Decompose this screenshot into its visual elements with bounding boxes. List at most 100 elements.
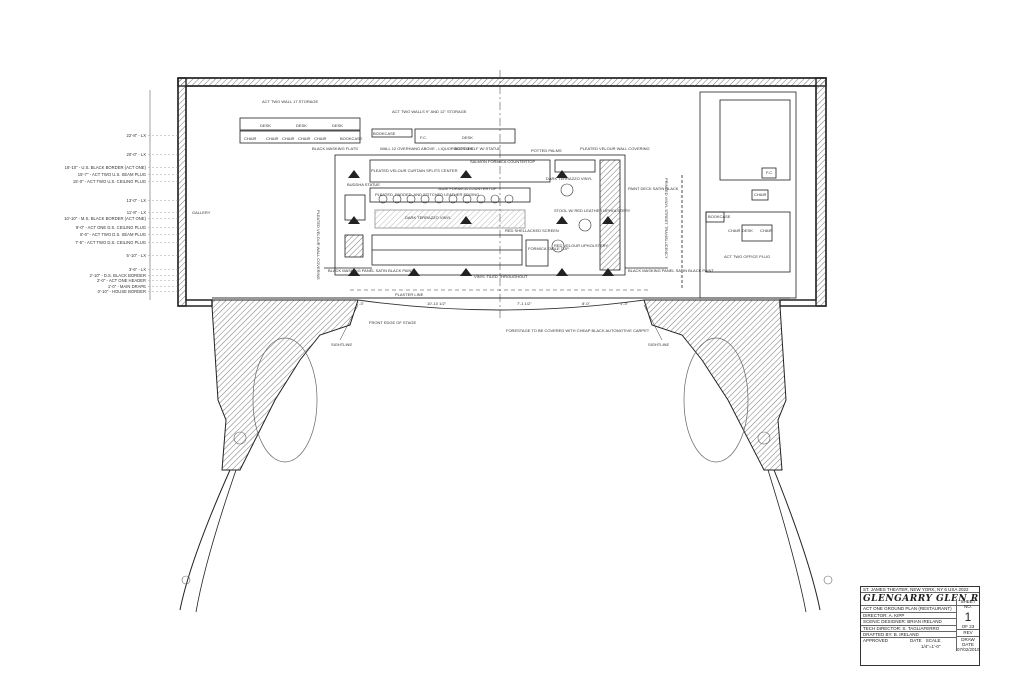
act2-walls-label: ACT TWO WALLS 9" AND 12" STORAGE bbox=[392, 109, 467, 114]
sightline-right-label: SIGHTLINE bbox=[648, 342, 669, 347]
dim-label: 7'-1 1/2" bbox=[517, 301, 532, 306]
masking-flats-label: BLACK MASKING FLATS bbox=[312, 146, 358, 151]
dim-label: 1'-3" bbox=[356, 301, 365, 306]
lx-label: 1'-0" - MAIN DRAPE bbox=[108, 284, 146, 289]
chair-label: CHAIR bbox=[754, 192, 767, 197]
desk-label: DESK bbox=[260, 123, 271, 128]
of-label: OF bbox=[961, 623, 968, 629]
lx-label: 22'-8" - LX bbox=[126, 133, 146, 138]
stool-label: STOOL W/ RED LEATHER UPHOLSTERY bbox=[554, 208, 631, 213]
pleated-wall-vertical-label: PLEATED VELOUR WALL COVERING bbox=[316, 210, 321, 280]
red-velour-label: RED VELOUR UPHOLSTERY bbox=[554, 243, 608, 248]
lx-label: 16'-10" - U.S. BLACK BORDER (ACT ONE) bbox=[65, 165, 147, 170]
chair-label: CHAIR bbox=[282, 136, 295, 141]
desk-label: DESK bbox=[332, 123, 343, 128]
lx-label: 10'-10" - M.S. BLACK BORDER (ACT ONE) bbox=[64, 216, 146, 221]
chair-label: CHAIR bbox=[298, 136, 311, 141]
date-label: DATE bbox=[910, 638, 922, 644]
pleated-curtain-label: PLEATED VELOUR CURTAIN SPLITS CENTER bbox=[371, 168, 458, 173]
masking-panel-right-label: BLACK MASKING PANEL SATIN BLACK PAINT bbox=[628, 268, 714, 273]
dim-label: 10'-10 1/2" bbox=[427, 301, 447, 306]
stools bbox=[378, 183, 592, 253]
director: DIRECTOR: A. KIPP bbox=[861, 613, 956, 620]
fc-label: F.C. bbox=[420, 135, 427, 140]
title-block: ST. JAMES THEATER, NEW YORK, NY 6 USA 20… bbox=[860, 586, 980, 666]
sheet-title: ACT ONE GROUND PLAN (RESTAURANT) bbox=[861, 606, 956, 613]
lx-label: 5'-10" - LX bbox=[126, 253, 146, 258]
dim-label: 1'-3" bbox=[620, 301, 629, 306]
formica-table-label: FORMICA TABLE TOP bbox=[528, 246, 569, 251]
paint-deck-label: PAINT DECK SATIN BLACK bbox=[628, 186, 679, 191]
lx-label: 15'-7" - ACT TWO U.S. SEAM PLUG bbox=[78, 172, 146, 177]
theater-name: ST. JAMES THEATER, NEW YORK, NY 6 USA 20… bbox=[861, 587, 979, 594]
desk-label: DESK bbox=[742, 228, 753, 233]
lx-labels: 22'-8" - LX 20'-0" - LX 16'-10" - U.S. BLA… bbox=[64, 90, 178, 300]
drafted-by: DRAFTED BY: B. IRELAND bbox=[861, 632, 956, 639]
lx-label: 20'-0" - LX bbox=[126, 152, 146, 157]
dark-terrazzo2-label: DARK TERRAZZO VINYL bbox=[405, 215, 452, 220]
plaster-line-label: PLASTER LINE bbox=[395, 292, 424, 297]
bookcase-label: BOOKCASE bbox=[340, 136, 363, 141]
dim-label: 8'-0" bbox=[582, 301, 591, 306]
forestage-label: FORESTAGE TO BE COVERED WITH CHEAP BLACK… bbox=[506, 328, 650, 333]
lx-label: 0'-10" - HOUSE BORDER bbox=[98, 289, 146, 294]
red-shellacked-label: RED SHELLACKED SCREEN bbox=[505, 228, 559, 233]
salmon-counter-label: SALMON FORMICA COUNTERTOP bbox=[470, 159, 536, 164]
lx-label: 13'-0" - LX bbox=[126, 198, 146, 203]
stitched-edging-label: PLEATED, PADDED, AND STITCHED LEATHER ED… bbox=[375, 192, 479, 197]
potted-palm-label: POTTED PALMS bbox=[531, 148, 562, 153]
house-walls bbox=[179, 299, 833, 613]
fc-label: F.C. bbox=[766, 170, 773, 175]
scale-label: SCALE bbox=[925, 638, 941, 644]
tech-director: TECH DIRECTOR: S. TAGLIAFERRO bbox=[861, 626, 956, 633]
lx-label: 9'-0" - ACT ONE D.S. CEILING PLUG bbox=[76, 225, 146, 230]
drawing-labels: ACT TWO WALL 17 STORAGE ACT TWO WALLS 9"… bbox=[192, 99, 773, 347]
draw-date: 07/02/2010 bbox=[957, 647, 980, 653]
restaurant-set bbox=[239, 117, 668, 276]
lighting-markers bbox=[348, 170, 614, 276]
chair-label: CHAIR bbox=[244, 136, 257, 141]
front-edge-label: FRONT EDGE OF STAGE bbox=[369, 320, 417, 325]
lx-label: 8'-0" - ACT TWO D.S. SEAM PLUG bbox=[80, 232, 146, 237]
show-title: GLENGARRY GLEN ROSS bbox=[861, 594, 979, 607]
sheet-number-box: SHEET NO. 1 OF 23 REV DRAW DATE 07/02/20… bbox=[956, 599, 980, 653]
of-total: 23 bbox=[969, 623, 975, 629]
pleated-wall-label: PLEATED VELOUR WALL COVERING bbox=[580, 146, 650, 151]
gallery-label: GALLERY bbox=[192, 210, 211, 215]
lx-label: 11'-8" - LX bbox=[127, 210, 146, 215]
dark-terrazzo-label: DARK TERRAZZO VINYL bbox=[546, 176, 593, 181]
sightline-left-label: SIGHTLINE bbox=[331, 342, 352, 347]
masking-panel-left-label: BLACK MASKING PANEL SATIN BLACK PAINT bbox=[328, 268, 414, 273]
lx-label: 2'-0" - ACT ONE HEADER bbox=[97, 278, 146, 283]
lx-label: 3'-6" - LX bbox=[129, 267, 146, 272]
printed-vinyl-label: PRINTED VINYL STREET TRANSLUCENCY bbox=[664, 178, 669, 259]
scale-value: 1/4"=1'-0" bbox=[921, 643, 941, 649]
lx-label: 2'-10" - D.S. BLACK BORDER bbox=[89, 273, 146, 278]
buddha-label: BUDDHA STATUE bbox=[347, 182, 380, 187]
vinyl-tiled-label: VINYL TILED THROUGHOUT bbox=[474, 274, 528, 279]
sheet-no: 1 bbox=[964, 609, 972, 624]
approved-label: APPROVED bbox=[863, 638, 889, 644]
rev-label: REV bbox=[957, 629, 979, 635]
jade-counter-label: JADE FORMICA COUNTERTOP bbox=[438, 186, 497, 191]
chair-label: CHAIR bbox=[760, 228, 773, 233]
stage-edges bbox=[212, 70, 790, 341]
act-two-office bbox=[681, 91, 797, 299]
bookcase-label: BOOKCASE bbox=[708, 214, 731, 219]
chair-label: CHAIR bbox=[266, 136, 279, 141]
wall12-label: WALL 12 OVERHANG ABOVE - LIQUOR BOTTLES bbox=[380, 146, 473, 151]
desk-label: DESK bbox=[462, 135, 473, 140]
bookshelf-label: BOOKSHELF W/ STATUE bbox=[454, 146, 501, 151]
act2-office-label: ACT TWO OFFICE PLUG bbox=[724, 254, 770, 259]
bookcase-label: BOOKCASE bbox=[373, 131, 396, 136]
lx-label: 7'-5" - ACT TWO D.S. CEILING PLUG bbox=[75, 240, 146, 245]
theater-walls bbox=[177, 77, 827, 307]
storage-label: ACT TWO WALL 17 STORAGE bbox=[262, 99, 318, 104]
sheet-no-label: SHEET NO. bbox=[960, 599, 976, 610]
draw-date-label: DRAW DATE bbox=[957, 635, 979, 648]
vertical-labels: PLEATED VELOUR WALL COVERING PRINTED VIN… bbox=[316, 178, 669, 280]
scenic-designer: SCENIC DESIGNER: BRIAN IRELAND bbox=[861, 619, 956, 626]
lx-label: 15'-0" - ACT TWO U.S. CEILING PLUG bbox=[73, 179, 146, 184]
chair-label: CHAIR bbox=[728, 228, 741, 233]
